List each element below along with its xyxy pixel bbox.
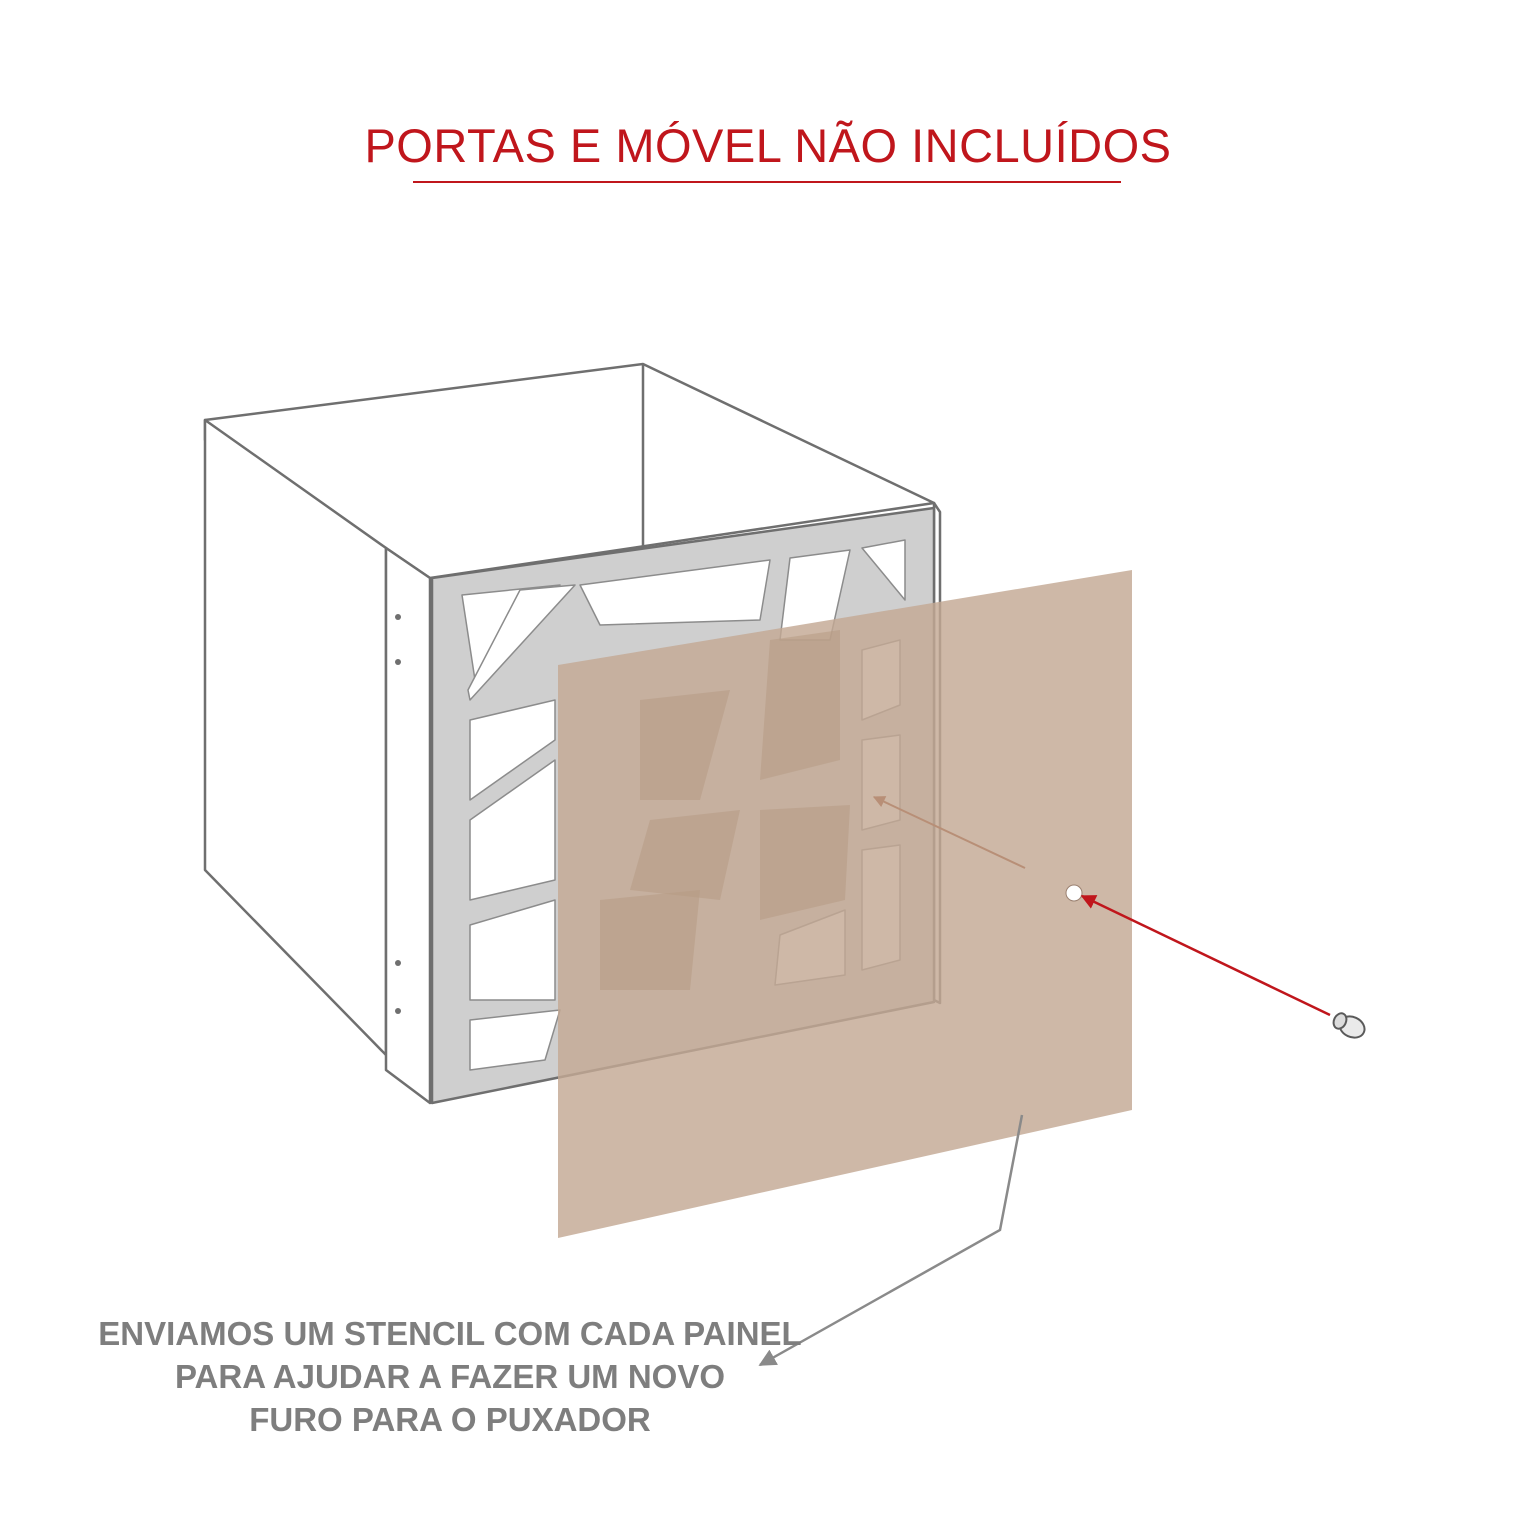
knob-hole bbox=[1065, 884, 1083, 902]
knob-icon bbox=[1332, 1012, 1366, 1039]
cabinet-front-edge bbox=[384, 546, 432, 1105]
caption-line-3: FURO PARA O PUXADOR bbox=[249, 1401, 651, 1438]
knob-insert-arrow bbox=[1080, 894, 1331, 1017]
page-title: PORTAS E MÓVEL NÃO INCLUÍDOS bbox=[364, 119, 1172, 172]
caption-line-2: PARA AJUDAR A FAZER UM NOVO bbox=[174, 1358, 725, 1395]
title-underline bbox=[413, 181, 1121, 183]
caption-line-1: ENVIAMOS UM STENCIL COM CADA PAINEL bbox=[98, 1315, 802, 1352]
alignment-arrow bbox=[872, 796, 1026, 869]
caption-leader-arrow bbox=[758, 1114, 1024, 1367]
stencil-caption: ENVIAMOS UM STENCIL COM CADA PAINEL PARA… bbox=[60, 1312, 840, 1441]
panel-pattern-shadow bbox=[600, 630, 850, 990]
